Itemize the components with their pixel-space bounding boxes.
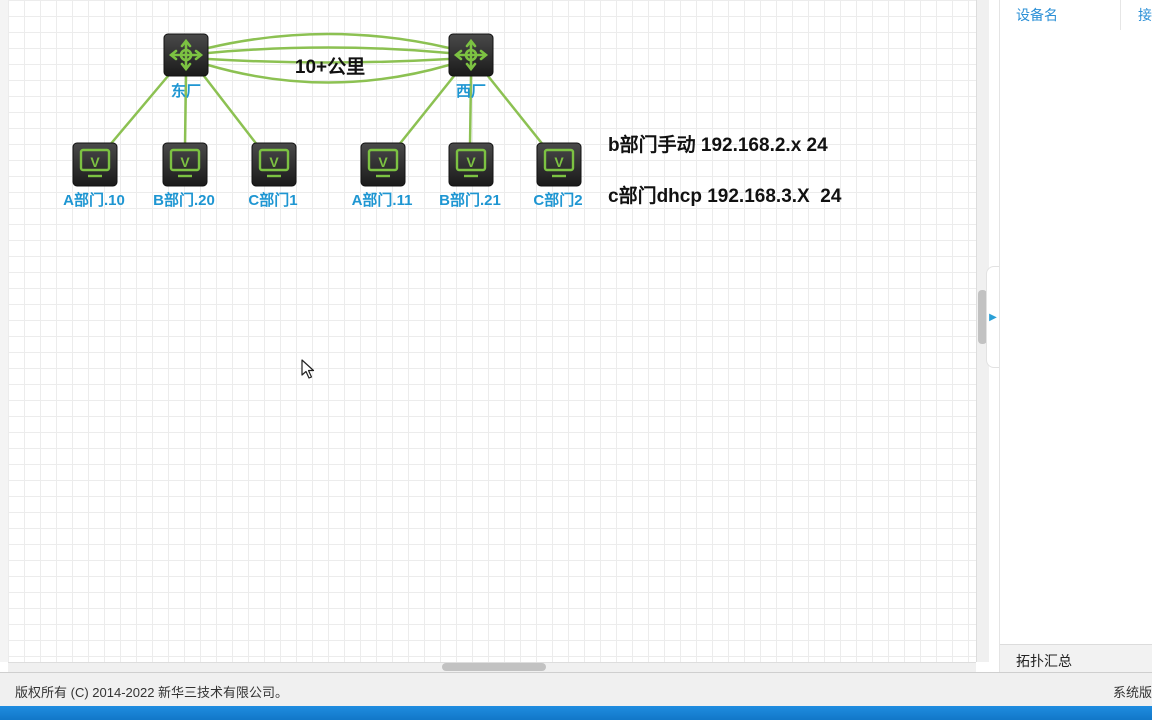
vertical-scroll-thumb[interactable] — [978, 290, 987, 344]
vpc-icon: V — [554, 154, 564, 170]
vpc-icon: V — [378, 154, 388, 170]
monitor-icon — [367, 148, 399, 172]
panel-collapse-toggle[interactable]: ▶ — [986, 266, 999, 368]
topology-summary-bar[interactable]: 拓扑汇总 — [1000, 644, 1152, 673]
vpc-icon: V — [180, 154, 190, 170]
caret-right-icon: ▶ — [989, 311, 997, 323]
router-link-1[interactable] — [207, 32, 450, 50]
router-label-west: 西厂 — [456, 83, 486, 100]
column-interface[interactable]: 接 — [1138, 7, 1152, 23]
router-links — [207, 32, 450, 84]
device-table-header: 设备名 接 — [1000, 0, 1152, 30]
access-links — [108, 75, 545, 147]
topology-canvas[interactable]: 10+公里 东厂 — [8, 0, 976, 662]
note-b-department: b部门手动 192.168.2.x 24 — [608, 135, 828, 156]
host-b-21[interactable]: V — [448, 142, 494, 187]
host-label: A部门.10 — [63, 191, 125, 209]
link-west-b[interactable] — [468, 75, 473, 147]
link-distance-label: 10+公里 — [295, 56, 365, 78]
host-label: C部门2 — [533, 191, 582, 209]
link-east-a[interactable] — [108, 75, 169, 147]
host-label: A部门.11 — [352, 191, 413, 209]
link-east-b[interactable] — [183, 75, 188, 147]
monitor-icon — [455, 148, 487, 172]
copyright-text: 版权所有 (C) 2014-2022 新华三技术有限公司。 — [15, 685, 289, 700]
vpc-icon: V — [269, 154, 279, 170]
horizontal-scroll-thumb[interactable] — [442, 663, 546, 671]
host-a-11[interactable]: V — [360, 142, 406, 187]
router-east[interactable] — [163, 33, 209, 77]
host-label: B部门.20 — [153, 191, 215, 209]
column-device-name[interactable]: 设备名 — [1016, 7, 1058, 23]
topology-diagram[interactable]: 10+公里 东厂 — [8, 0, 976, 662]
vpc-icon: V — [466, 154, 476, 170]
topology-summary-label: 拓扑汇总 — [1016, 653, 1072, 669]
monitor-icon — [543, 148, 575, 172]
vpc-icon: V — [90, 154, 100, 170]
monitor-icon — [79, 148, 111, 172]
mouse-cursor-icon — [301, 359, 315, 379]
column-divider[interactable] — [1120, 0, 1121, 30]
link-west-a[interactable] — [397, 75, 455, 147]
right-panel: 设备名 接 拓扑汇总 — [999, 0, 1152, 673]
router-icon — [168, 38, 204, 72]
monitor-icon — [169, 148, 201, 172]
router-icon — [453, 38, 489, 72]
link-east-c[interactable] — [203, 75, 259, 147]
system-version-text: 系统版 — [1112, 685, 1152, 700]
router-link-3[interactable] — [207, 57, 450, 64]
monitor-icon — [258, 148, 290, 172]
host-label: C部门1 — [248, 191, 297, 209]
router-link-2[interactable] — [207, 46, 450, 55]
host-b-20[interactable]: V — [162, 142, 208, 187]
os-taskbar — [0, 706, 1152, 720]
router-west[interactable] — [448, 33, 494, 77]
router-label-east: 东厂 — [171, 82, 201, 100]
host-a-10[interactable]: V — [72, 142, 118, 187]
footer: 版权所有 (C) 2014-2022 新华三技术有限公司。 系统版 — [0, 672, 1152, 707]
host-label: B部门.21 — [439, 191, 501, 209]
note-c-department: c部门dhcp 192.168.3.X 24 — [608, 186, 842, 207]
host-c-2[interactable]: V — [536, 142, 582, 187]
host-c-1[interactable]: V — [251, 142, 297, 187]
router-link-4[interactable] — [207, 63, 450, 84]
link-west-c[interactable] — [487, 75, 545, 147]
